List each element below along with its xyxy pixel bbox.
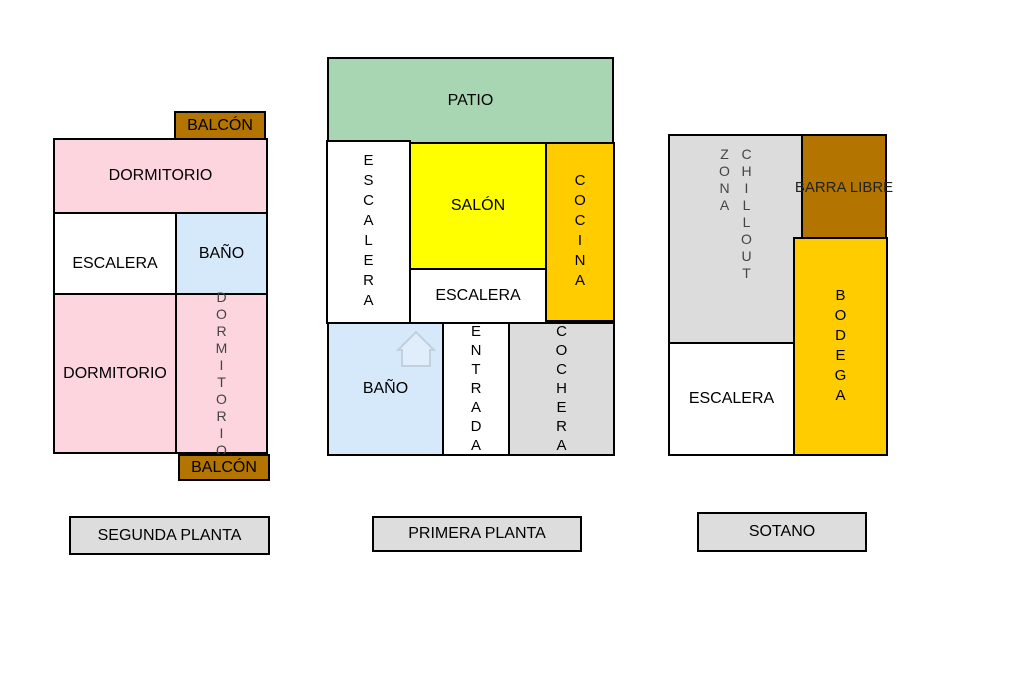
segunda-balcon-bottom: BALCÓN: [178, 454, 270, 481]
primera-cochera-label: COCHERA: [553, 322, 570, 456]
primera-entrada: ENTRADA: [442, 322, 510, 456]
primera-planta-label: PRIMERA PLANTA: [372, 516, 582, 552]
segunda-dormitorio-left-label: DORMITORIO: [63, 364, 167, 382]
segunda-dormitorio-right: DORMITORIO: [175, 289, 268, 459]
primera-bano: BAÑO: [327, 322, 444, 456]
sotano-zona-chillout: ZONA CHILLOUT: [668, 134, 803, 344]
segunda-dormitorio-top: DORMITORIO: [53, 138, 268, 214]
primera-bano-label: BAÑO: [362, 380, 409, 397]
segunda-escalera: ESCALERA: [53, 212, 177, 295]
primera-salon: SALÓN: [409, 142, 547, 270]
segunda-balcon-top-label: BALCÓN: [187, 116, 253, 134]
sotano-escalera: ESCALERA: [668, 342, 795, 456]
sotano-chillout-label: CHILLOUT: [738, 146, 755, 282]
segunda-balcon-top: BALCÓN: [174, 111, 266, 140]
sotano-escalera-label: ESCALERA: [688, 390, 775, 407]
primera-patio: PATIO: [327, 57, 614, 144]
primera-escalera-vertical-label: ESCALERA: [360, 152, 377, 312]
sotano-barra-libre-label: BARRA LIBRE: [794, 178, 894, 196]
primera-patio-label: PATIO: [447, 91, 494, 109]
segunda-planta-label: SEGUNDA PLANTA: [69, 516, 270, 555]
sotano-bodega: BODEGA: [793, 237, 888, 456]
segunda-bano-label: BAÑO: [198, 244, 245, 262]
segunda-balcon-bottom-label: BALCÓN: [191, 458, 257, 476]
segunda-escalera-label: ESCALERA: [72, 254, 158, 272]
primera-cocina: COCINA: [545, 142, 615, 322]
segunda-dormitorio-right-label: DORMITORIO: [213, 288, 230, 459]
segunda-dormitorio-left: DORMITORIO: [53, 293, 177, 454]
primera-escalera: ESCALERA: [409, 268, 547, 324]
primera-escalera-label: ESCALERA: [435, 287, 521, 304]
segunda-dormitorio-top-label: DORMITORIO: [108, 167, 213, 184]
sotano-label: SOTANO: [697, 512, 867, 552]
primera-escalera-vertical: ESCALERA: [326, 140, 411, 324]
primera-cochera: COCHERA: [508, 322, 615, 456]
sotano-zona-label: ZONA: [716, 146, 733, 214]
sotano-barra-libre: BARRA LIBRE: [795, 134, 893, 240]
primera-entrada-label: ENTRADA: [467, 322, 485, 456]
primera-cocina-label: COCINA: [571, 172, 589, 292]
primera-salon-label: SALÓN: [450, 197, 506, 214]
sotano-bodega-label: BODEGA: [832, 286, 849, 407]
segunda-bano: BAÑO: [175, 212, 268, 295]
